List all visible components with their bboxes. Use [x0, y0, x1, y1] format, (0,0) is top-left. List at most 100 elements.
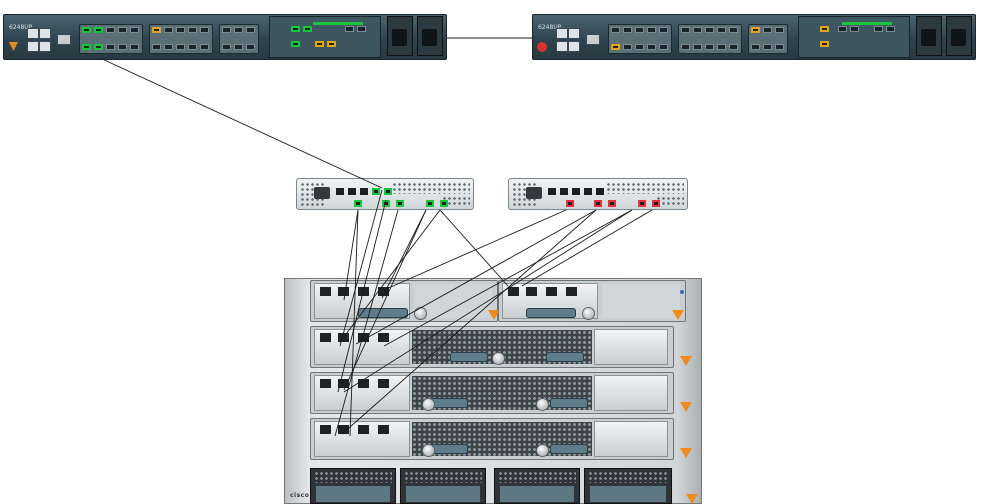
- port-1-10[interactable]: [659, 44, 668, 50]
- port-2-9[interactable]: [188, 44, 197, 50]
- port-1-7[interactable]: [94, 44, 103, 50]
- iom-port-8[interactable]: [608, 200, 616, 207]
- exp-port-3[interactable]: [291, 41, 300, 47]
- port-3-3[interactable]: [246, 27, 255, 33]
- iom-port-5[interactable]: [596, 188, 604, 195]
- iom-port-5[interactable]: [384, 188, 392, 195]
- port-2-1[interactable]: [152, 27, 161, 33]
- port-1-6[interactable]: [611, 44, 620, 50]
- psu-bay-2[interactable]: [400, 468, 486, 504]
- port-3-2[interactable]: [234, 27, 243, 33]
- blade-thumbscrew[interactable]: [422, 444, 435, 457]
- exp-port-5[interactable]: [874, 26, 883, 32]
- exp-port-3[interactable]: [838, 26, 847, 32]
- iom-port-8[interactable]: [396, 200, 404, 207]
- port-2-10[interactable]: [200, 44, 209, 50]
- port-2-8[interactable]: [176, 44, 185, 50]
- port-2-3[interactable]: [176, 27, 185, 33]
- blade-thumbscrew[interactable]: [582, 307, 595, 320]
- iom-port-9[interactable]: [426, 200, 434, 207]
- port-2-9[interactable]: [717, 44, 726, 50]
- port-1-5[interactable]: [659, 27, 668, 33]
- port-3-1[interactable]: [222, 27, 231, 33]
- port-2-7[interactable]: [693, 44, 702, 50]
- iom-port-1[interactable]: [548, 188, 556, 195]
- port-2-5[interactable]: [729, 27, 738, 33]
- blade-slot-5[interactable]: [310, 418, 692, 460]
- blade-slot-2[interactable]: [498, 280, 686, 322]
- iom-port-1[interactable]: [336, 188, 344, 195]
- blade-ejector-handle[interactable]: [526, 308, 576, 318]
- port-1-4[interactable]: [647, 27, 656, 33]
- iom-port-7[interactable]: [594, 200, 602, 207]
- iom-port-2[interactable]: [560, 188, 568, 195]
- iom-port-10[interactable]: [440, 200, 448, 207]
- blade-ejector-handle[interactable]: [358, 308, 408, 318]
- exp-port-1[interactable]: [820, 26, 829, 32]
- expansion-module[interactable]: [269, 16, 381, 58]
- iom-port-4[interactable]: [584, 188, 592, 195]
- port-1-10[interactable]: [130, 44, 139, 50]
- psu-bay-4[interactable]: [584, 468, 672, 504]
- port-2-4[interactable]: [717, 27, 726, 33]
- port-2-2[interactable]: [693, 27, 702, 33]
- psu-2[interactable]: [417, 16, 443, 56]
- exp-port-1[interactable]: [291, 26, 300, 32]
- blade-thumbscrew[interactable]: [536, 444, 549, 457]
- blade-thumbscrew[interactable]: [492, 352, 505, 365]
- port-2-8[interactable]: [705, 44, 714, 50]
- port-1-6[interactable]: [82, 44, 91, 50]
- expansion-module[interactable]: [798, 16, 910, 58]
- port-3-6[interactable]: [246, 44, 255, 50]
- iom-port-9[interactable]: [638, 200, 646, 207]
- blade-ejector-handle[interactable]: [550, 444, 588, 454]
- psu-1[interactable]: [916, 16, 942, 56]
- iom-port-7[interactable]: [382, 200, 390, 207]
- fabric-interconnect-a[interactable]: 6248UP: [3, 14, 447, 60]
- exp-port-6[interactable]: [886, 26, 895, 32]
- blade-slot-4[interactable]: [310, 372, 692, 414]
- port-3-1[interactable]: [751, 27, 760, 33]
- port-2-7[interactable]: [164, 44, 173, 50]
- blade-slot-3[interactable]: [310, 326, 692, 368]
- blade-ejector-handle[interactable]: [550, 398, 588, 408]
- exp-port-6[interactable]: [345, 26, 354, 32]
- port-1-9[interactable]: [118, 44, 127, 50]
- port-1-9[interactable]: [647, 44, 656, 50]
- port-1-1[interactable]: [611, 27, 620, 33]
- io-module-a[interactable]: [296, 178, 474, 210]
- port-1-7[interactable]: [623, 44, 632, 50]
- port-2-5[interactable]: [200, 27, 209, 33]
- io-module-b[interactable]: [508, 178, 688, 210]
- blade-slot-1[interactable]: [310, 280, 500, 322]
- port-2-10[interactable]: [729, 44, 738, 50]
- psu-1[interactable]: [387, 16, 413, 56]
- port-2-1[interactable]: [681, 27, 690, 33]
- blade-ejector-handle[interactable]: [430, 444, 468, 454]
- port-2-3[interactable]: [705, 27, 714, 33]
- exp-port-4[interactable]: [315, 41, 324, 47]
- iom-port-3[interactable]: [572, 188, 580, 195]
- iom-port-4[interactable]: [372, 188, 380, 195]
- blade-ejector-handle[interactable]: [450, 352, 488, 362]
- blade-ejector-handle[interactable]: [430, 398, 468, 408]
- iom-port-6[interactable]: [354, 200, 362, 207]
- psu-bay-3[interactable]: [494, 468, 580, 504]
- port-3-2[interactable]: [763, 27, 772, 33]
- blade-ejector-handle[interactable]: [546, 352, 584, 362]
- port-1-3[interactable]: [106, 27, 115, 33]
- iom-port-3[interactable]: [360, 188, 368, 195]
- port-3-4[interactable]: [751, 44, 760, 50]
- iom-port-2[interactable]: [348, 188, 356, 195]
- port-3-6[interactable]: [775, 44, 784, 50]
- port-1-4[interactable]: [118, 27, 127, 33]
- port-3-4[interactable]: [222, 44, 231, 50]
- port-3-3[interactable]: [775, 27, 784, 33]
- exp-port-2[interactable]: [820, 41, 829, 47]
- iom-port-6[interactable]: [566, 200, 574, 207]
- port-2-4[interactable]: [188, 27, 197, 33]
- port-1-2[interactable]: [94, 27, 103, 33]
- port-1-8[interactable]: [106, 44, 115, 50]
- port-1-5[interactable]: [130, 27, 139, 33]
- exp-port-2[interactable]: [303, 26, 312, 32]
